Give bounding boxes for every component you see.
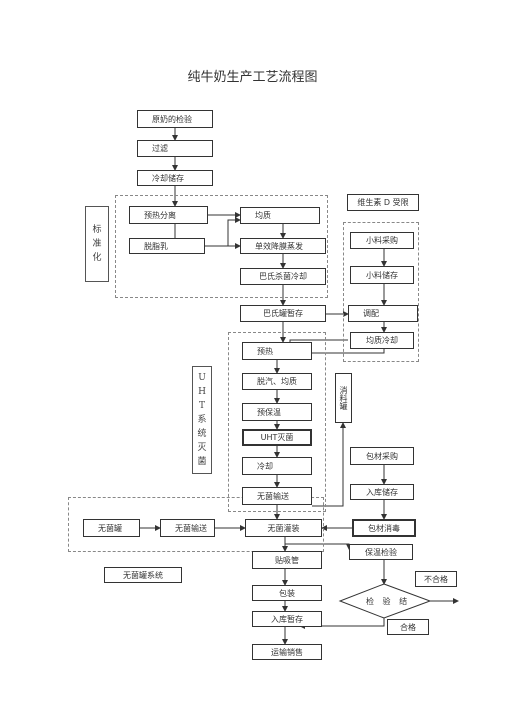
- homogenize-cool: 均质冷却: [350, 332, 414, 349]
- uht-group: [228, 332, 326, 512]
- transport-sales: 运输销售: [252, 644, 322, 660]
- single-effect-evaporation: 单效降膜蒸发: [240, 238, 326, 254]
- unqualified: 不合格: [415, 571, 457, 587]
- standardization-group: [115, 195, 328, 298]
- aseptic-transfer-2: 无菌输送: [160, 519, 215, 537]
- preserve-heat: 预保温: [242, 403, 312, 421]
- small-storage: 小料储存: [350, 266, 414, 284]
- vitamin-d: 维生素 D 受限: [347, 194, 419, 211]
- uht-sterilize: UHT灭菌: [242, 429, 312, 446]
- insulation-inspection: 保温检验: [349, 544, 413, 560]
- inspection-decision-diamond: [338, 583, 432, 619]
- page-title: 纯牛奶生产工艺流程图: [187, 70, 318, 85]
- temporary-storage: 入库暂存: [252, 611, 322, 627]
- skim-milk: 脱脂乳: [129, 238, 205, 254]
- preheat-separation: 预热分离: [129, 206, 208, 224]
- inspection-result-label: 检 验 结: [366, 597, 411, 606]
- aseptic-tank: 无菌罐: [83, 519, 140, 537]
- straw-attach: 贴吸管: [252, 551, 322, 569]
- pasteurize-cool: 巴氏杀菌冷却: [240, 268, 326, 285]
- raw-milk-inspection: 原奶的检验: [137, 110, 213, 128]
- packaging-purchase: 包材采购: [350, 447, 414, 465]
- uht-label: UHT系统灭菌: [192, 366, 212, 474]
- standardization-label-box: 标准化: [85, 206, 109, 282]
- packaging-sterilize: 包材消毒: [352, 519, 416, 537]
- small-ingredients-group: [343, 222, 419, 362]
- aseptic-transfer: 无菌输送: [242, 487, 312, 505]
- homogenize-1: 均质: [240, 207, 320, 224]
- cip-tank-label: 消料罐: [339, 386, 348, 410]
- pasteurized-tank: 巴氏罐暂存: [240, 305, 326, 322]
- degas-homogenize: 脱汽、均质: [242, 373, 312, 390]
- standardization-label: 标准化: [92, 225, 102, 263]
- filtering: 过滤: [137, 140, 213, 157]
- aseptic-system-label: 无菌罐系统: [104, 567, 182, 583]
- aseptic-filling: 无菌灌装: [245, 519, 322, 537]
- qualified: 合格: [387, 619, 429, 635]
- storage-in: 入库储存: [350, 484, 414, 500]
- blending: 调配: [348, 305, 418, 322]
- preheat: 预热: [242, 342, 312, 360]
- cip-tank: 消料罐: [335, 373, 352, 423]
- aseptic-group: [68, 497, 324, 552]
- cooling-storage: 冷却储存: [137, 170, 213, 186]
- packing: 包装: [252, 585, 322, 601]
- small-purchase: 小料采购: [350, 232, 414, 249]
- cooling: 冷却: [242, 457, 312, 475]
